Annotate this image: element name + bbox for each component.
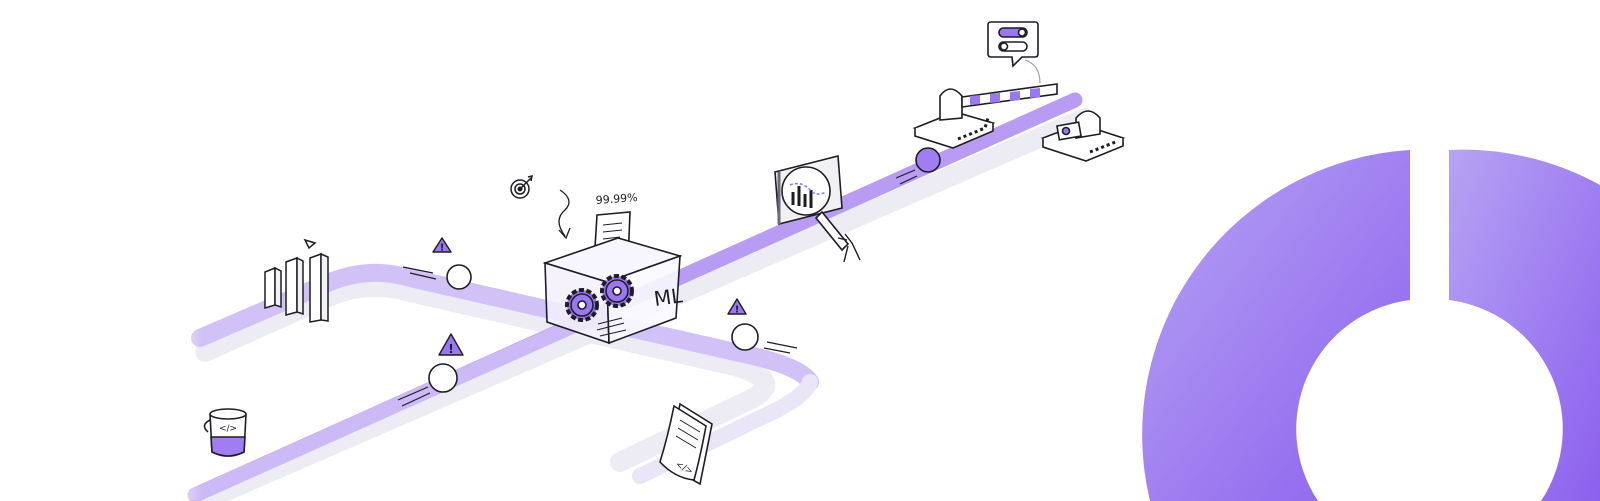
code-bucket-icon: </> <box>203 408 247 457</box>
gear-icon <box>600 274 634 308</box>
ml-machine: ML 99.99% <box>542 191 685 345</box>
svg-text:!: ! <box>735 305 740 316</box>
document-icon: </> <box>659 402 713 486</box>
svg-text:!: ! <box>448 342 453 356</box>
warning-icon: ! <box>432 237 452 254</box>
svg-text:!: ! <box>440 243 445 254</box>
machine-accuracy-readout: 99.99% <box>595 191 638 207</box>
squiggle-arrow-icon <box>558 189 571 240</box>
magnifier-icon <box>774 154 861 263</box>
brand-logo <box>1142 149 1600 501</box>
bucket-code-label: </> <box>219 424 237 434</box>
data-ball <box>731 323 798 354</box>
track-fade <box>160 240 280 500</box>
data-ball <box>895 147 941 185</box>
bar-chart-icon <box>264 238 329 323</box>
machine-label: ML <box>652 283 684 311</box>
data-ball <box>402 264 472 290</box>
target-icon <box>510 174 533 199</box>
toggle-switch-icon <box>998 41 1028 52</box>
toggle-settings-bubble <box>987 21 1041 84</box>
warning-icon: ! <box>438 333 464 356</box>
toggle-switch-icon <box>998 27 1028 38</box>
data-ball <box>397 363 458 407</box>
gear-icon <box>565 288 599 322</box>
barrier-gate <box>912 83 1126 162</box>
warning-icon: ! <box>727 298 747 316</box>
